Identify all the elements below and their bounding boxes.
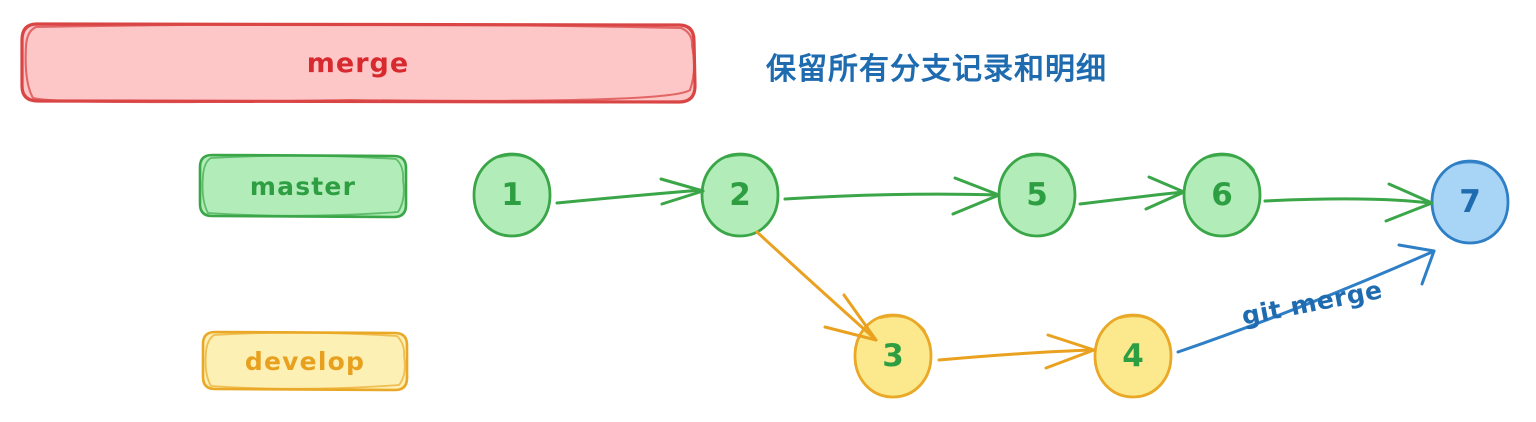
- merge-banner-label: merge: [306, 47, 410, 79]
- commit-node-5-label: 5: [1026, 176, 1048, 213]
- commit-node-5: 5: [1000, 154, 1074, 236]
- branch-label-develop: develop: [203, 332, 407, 390]
- edge-6-to-7: [1263, 182, 1434, 223]
- edge-2-to-3: [755, 230, 878, 342]
- branch-label-develop-text: develop: [244, 346, 366, 376]
- edge-1-to-2: [555, 177, 705, 206]
- commit-node-2: 2: [703, 154, 777, 236]
- branch-label-master-text: master: [249, 171, 357, 201]
- node-circles: [472, 152, 1510, 399]
- edge-2-to-5: [783, 176, 1001, 216]
- commit-node-7: 7: [1433, 161, 1507, 243]
- commit-node-4: 4: [1096, 315, 1170, 397]
- branch-label-master: master: [200, 155, 406, 217]
- edge-arrows: [555, 175, 1436, 370]
- commit-node-2-label: 2: [729, 176, 751, 213]
- commit-node-1-label: 1: [501, 176, 523, 213]
- commit-node-3-label: 3: [882, 337, 904, 374]
- commit-node-3: 3: [856, 315, 930, 397]
- edge-3-to-4: [937, 333, 1096, 370]
- commit-node-4-label: 4: [1122, 337, 1144, 374]
- commit-node-7-label: 7: [1459, 183, 1481, 220]
- caption-text: 保留所有分支记录和明细: [766, 52, 1107, 87]
- merge-banner: merge: [22, 24, 694, 102]
- commit-node-6: 6: [1185, 154, 1259, 236]
- commit-node-1: 1: [475, 154, 549, 236]
- commit-node-6-label: 6: [1211, 176, 1233, 213]
- git-merge-annotation: git merge: [1239, 275, 1385, 331]
- edge-5-to-6: [1078, 175, 1186, 211]
